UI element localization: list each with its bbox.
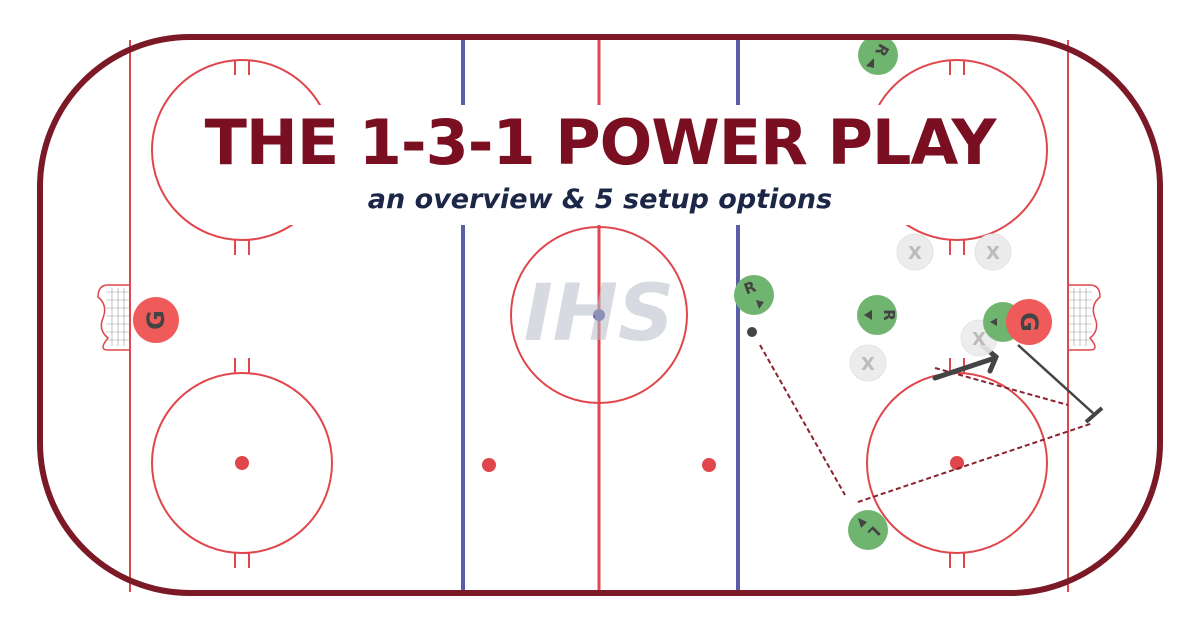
title-backdrop — [225, 105, 975, 225]
player-r1: R — [858, 35, 898, 75]
puck — [747, 327, 757, 337]
page-title: THE 1-3-1 POWER PLAY — [204, 106, 997, 179]
svg-text:G: G — [1015, 312, 1043, 332]
center-dot — [593, 309, 605, 321]
defender-x1: X — [896, 233, 934, 271]
goalie-right: G — [1006, 299, 1052, 345]
attackers: R R R L G G — [133, 35, 1052, 550]
faceoff-dots — [235, 456, 964, 472]
svg-text:X: X — [972, 329, 986, 350]
defenders: X X X X — [849, 233, 1012, 382]
svg-text:X: X — [986, 243, 1000, 264]
player-l1: L — [848, 510, 888, 550]
defender-x3: X — [849, 344, 887, 382]
svg-text:R: R — [880, 309, 898, 321]
net-mesh — [106, 288, 1092, 346]
right-net — [1067, 284, 1101, 351]
faceoff-circle-bottom-left — [151, 372, 333, 554]
center-circle — [510, 226, 688, 404]
svg-text:X: X — [861, 354, 875, 375]
rink-boards — [37, 34, 1163, 596]
defender-x2: X — [974, 233, 1012, 271]
goalie-left: G — [133, 297, 179, 343]
page-subtitle: an overview & 5 setup options — [367, 184, 833, 215]
svg-text:G: G — [142, 310, 170, 330]
player-r3: R — [857, 295, 898, 335]
svg-text:X: X — [908, 243, 922, 264]
ihs-watermark-logo: IHS — [524, 269, 674, 359]
pass-lines — [759, 344, 1094, 503]
hash-marks — [234, 60, 965, 568]
screen-block-line — [1017, 344, 1104, 424]
left-net — [97, 284, 131, 351]
player-r2: R — [734, 275, 774, 315]
